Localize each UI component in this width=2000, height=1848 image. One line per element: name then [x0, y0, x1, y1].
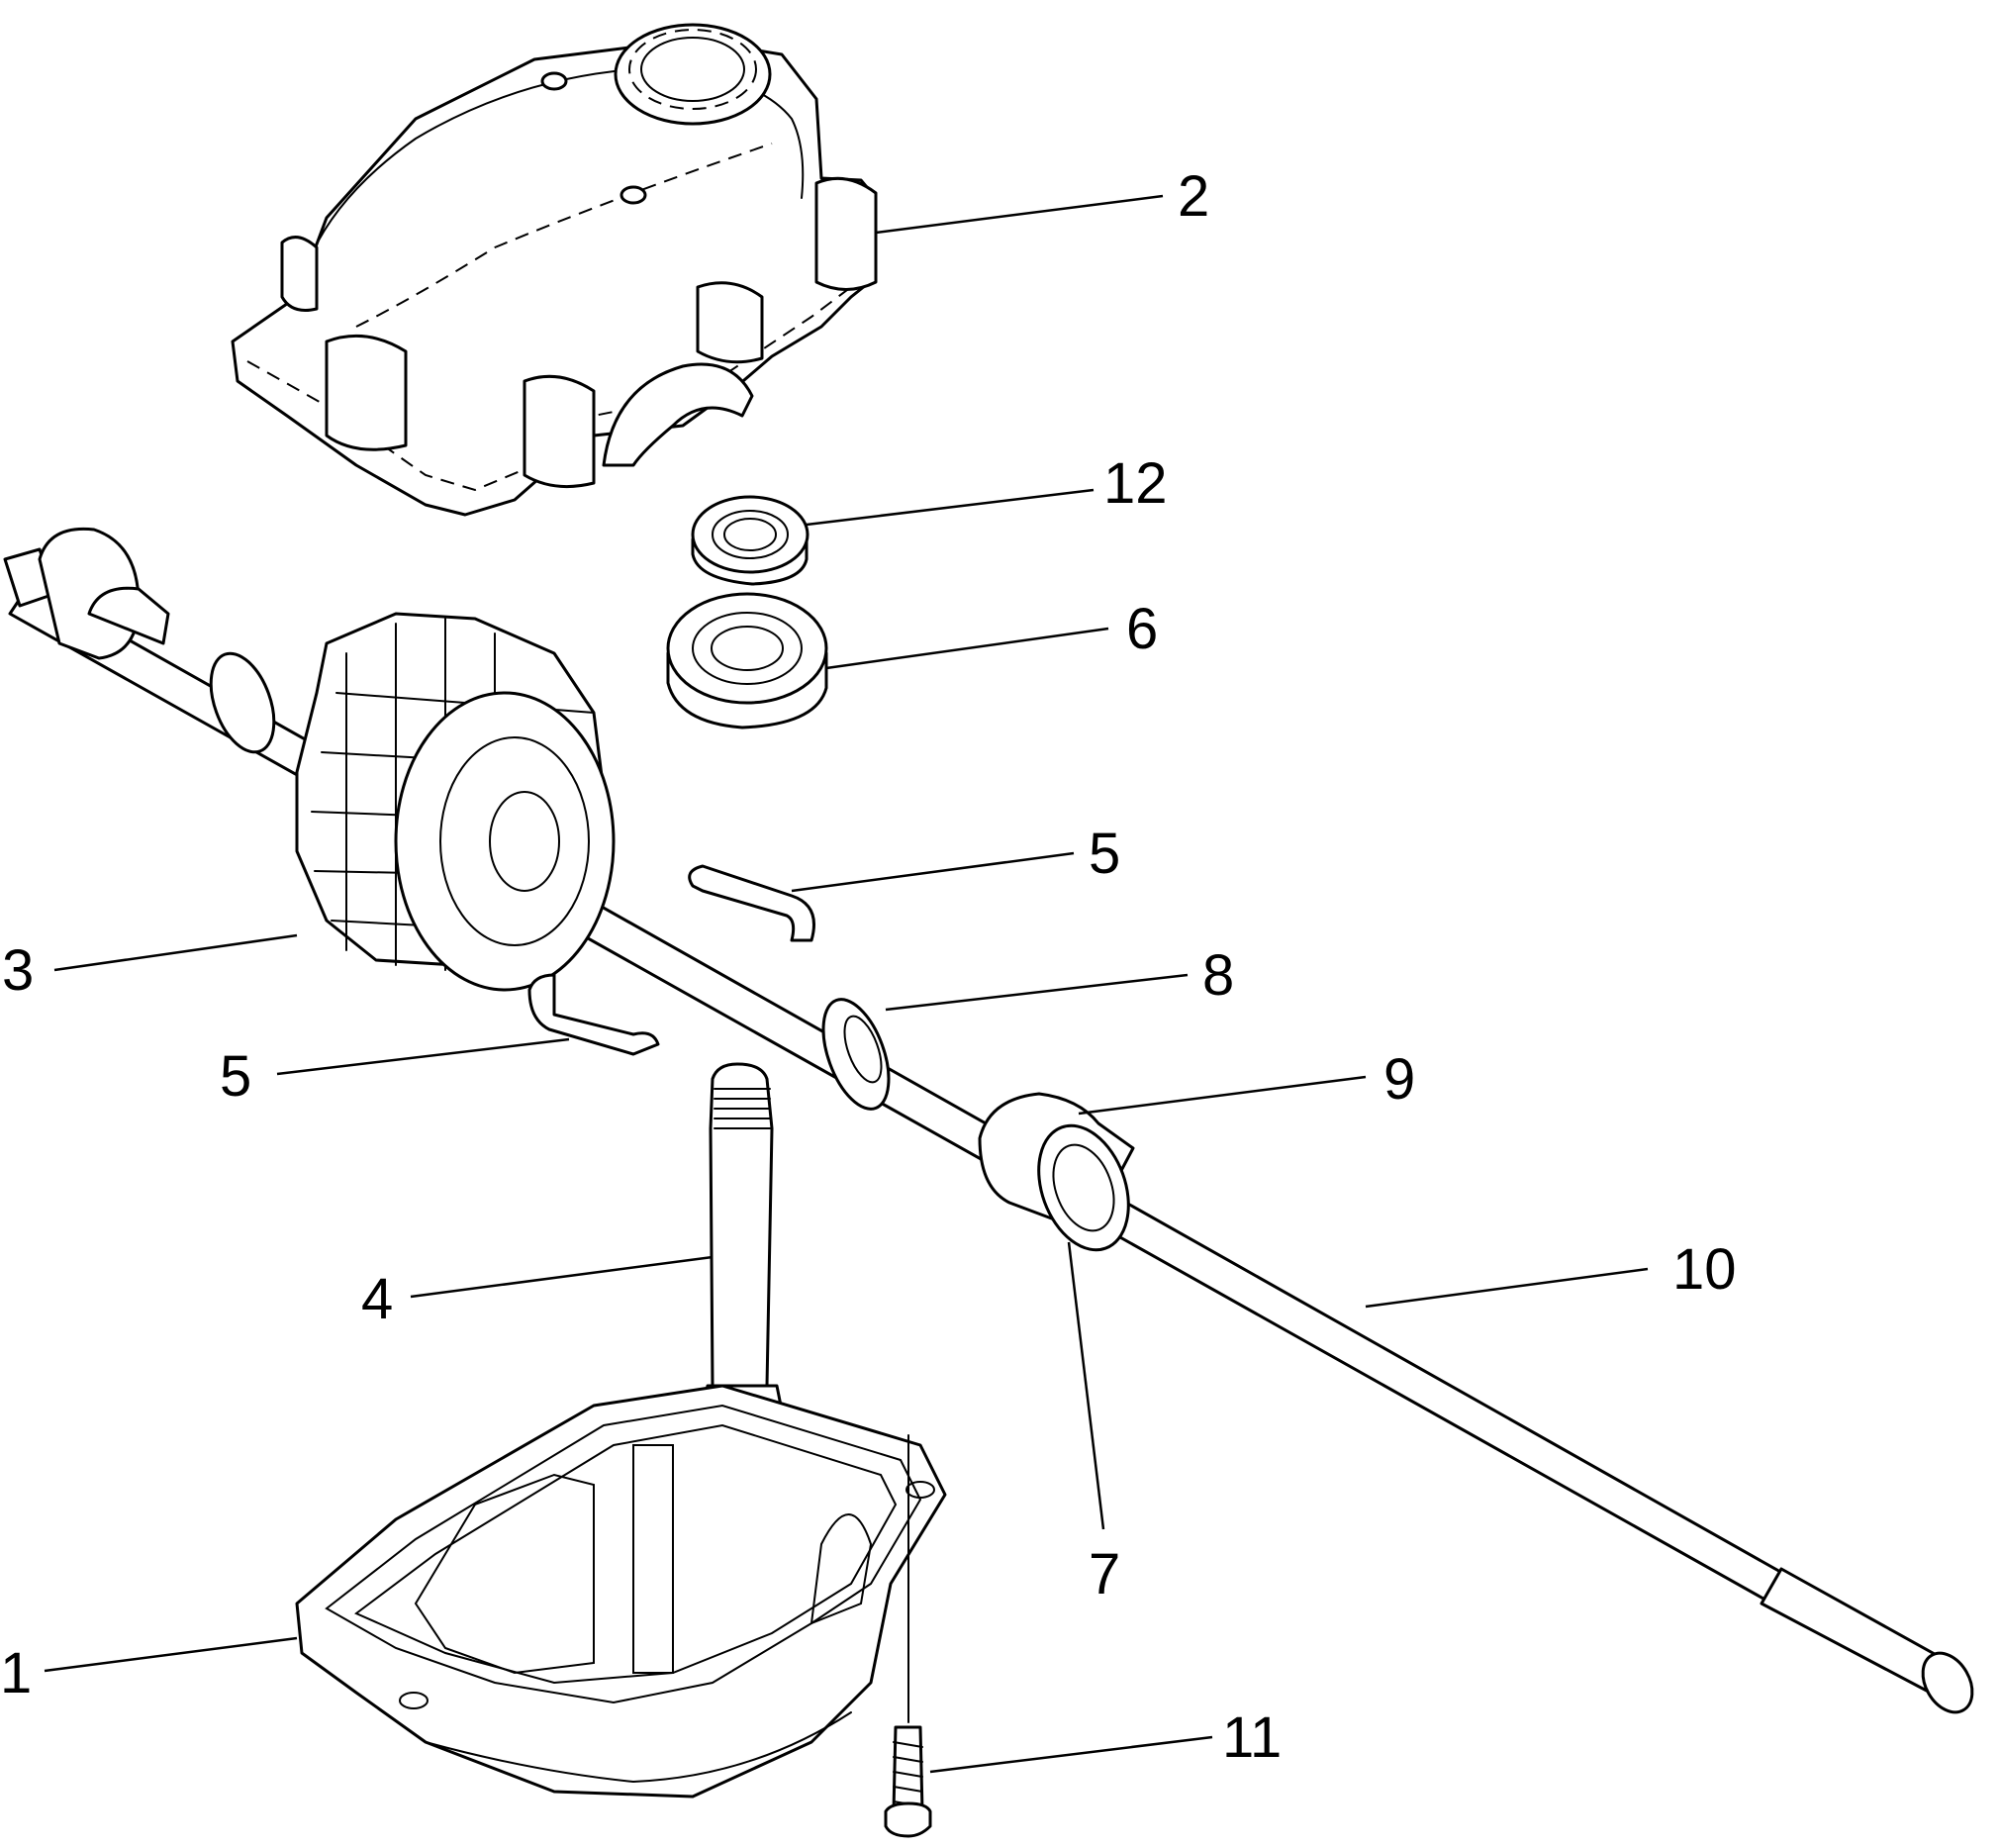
pin-lower	[527, 973, 660, 1056]
leader-5b	[276, 1037, 570, 1076]
callout-10: 10	[1672, 1237, 1737, 1302]
leader-5a	[791, 851, 1075, 893]
leader-7	[1067, 1241, 1105, 1530]
callout-8: 8	[1202, 943, 1234, 1008]
lower-housing	[295, 1384, 947, 1799]
large-ball-bearing	[666, 592, 828, 729]
small-ball-bearing	[691, 495, 810, 586]
callout-5a: 5	[1089, 822, 1120, 886]
leader-8	[885, 973, 1189, 1012]
callout-9: 9	[1383, 1047, 1415, 1112]
callout-4: 4	[361, 1267, 393, 1331]
leader-11	[929, 1735, 1213, 1774]
upper-housing	[231, 23, 878, 517]
leader-9	[1078, 1075, 1367, 1116]
callout-1: 1	[0, 1641, 32, 1705]
bushing	[978, 1092, 1135, 1252]
callout-6: 6	[1126, 597, 1158, 661]
callout-11: 11	[1222, 1705, 1282, 1770]
callout-5b: 5	[220, 1044, 251, 1109]
screw	[884, 1434, 932, 1838]
callout-7: 7	[1089, 1542, 1120, 1606]
leader-4	[410, 1255, 714, 1299]
callouts: 1 2 3 4 5 5 6 7 8 9 10 11 12	[0, 164, 1737, 1770]
leader-1	[44, 1636, 298, 1673]
leader-lines	[44, 194, 1649, 1774]
bevel-gear	[295, 612, 616, 992]
leader-10	[1365, 1267, 1649, 1309]
leader-6	[825, 627, 1109, 670]
leader-3	[53, 933, 298, 972]
callout-12: 12	[1103, 451, 1168, 516]
pin-upper	[688, 864, 815, 942]
callout-3: 3	[2, 938, 34, 1003]
callout-2: 2	[1178, 164, 1209, 229]
thrust-washer	[821, 998, 891, 1111]
leader-12	[806, 488, 1095, 527]
leader-2	[875, 194, 1164, 235]
